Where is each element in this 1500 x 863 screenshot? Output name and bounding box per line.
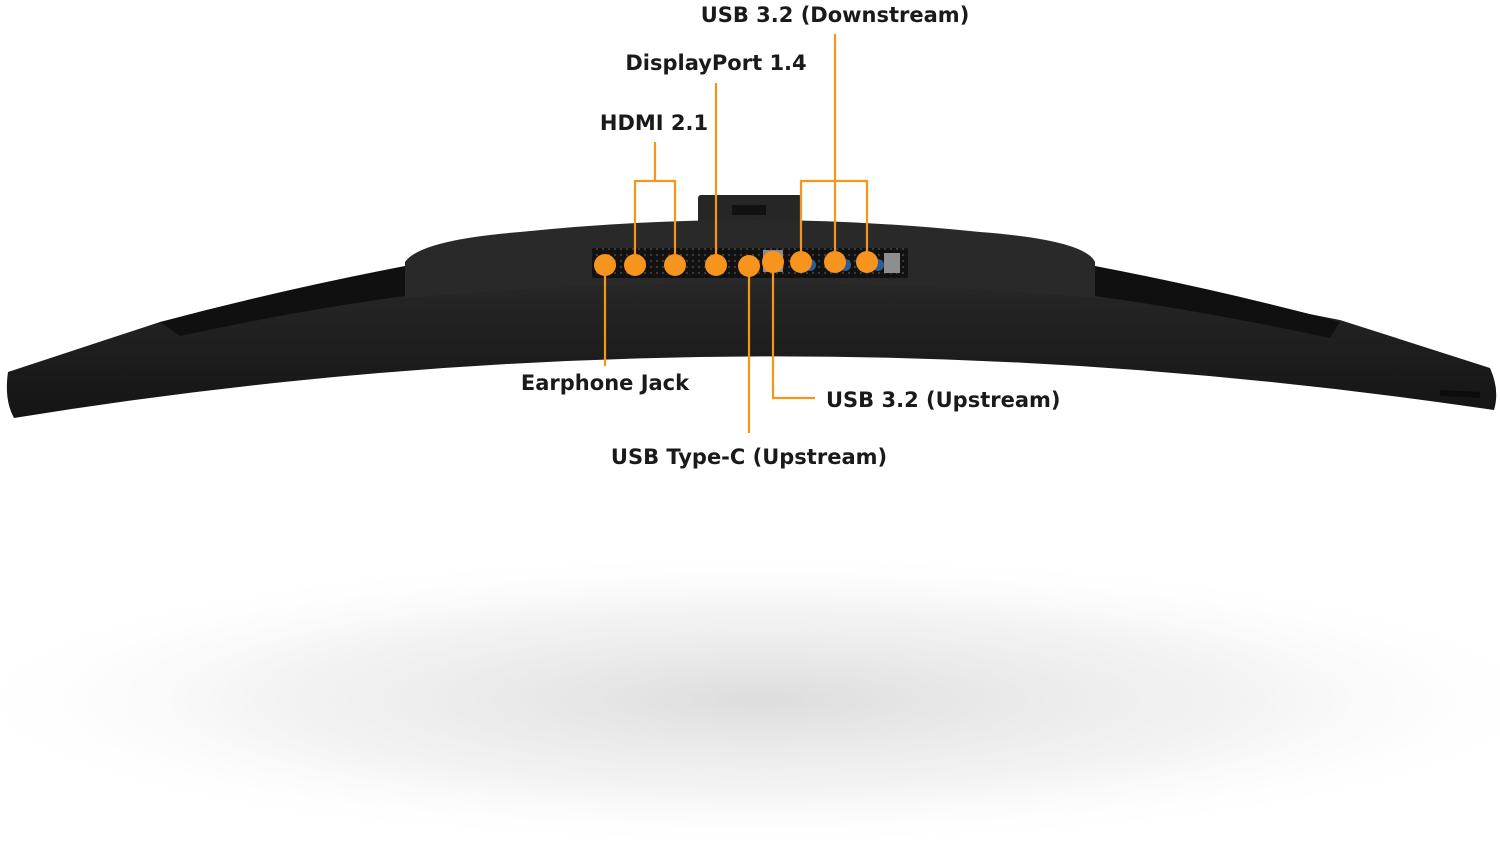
usb-downstream-leader [799, 34, 869, 262]
port-markers [594, 251, 878, 277]
usb-downstream-label: USB 3.2 (Downstream) [701, 3, 970, 27]
displayport-dot-icon [705, 254, 727, 276]
earphone-label: Earphone Jack [521, 371, 690, 395]
usb-upstream-leader [771, 268, 815, 400]
hdmi-leader [633, 142, 677, 265]
hdmi-1-dot-icon [624, 254, 646, 276]
usb-downstream-1-dot-icon [790, 251, 812, 273]
floor-shadow [0, 550, 1500, 850]
earphone-dot-icon [594, 254, 616, 276]
usb-downstream-2-dot-icon [824, 251, 846, 273]
hdmi-label: HDMI 2.1 [600, 111, 708, 135]
monitor-top-view [6, 195, 1497, 418]
usb-downstream-3-dot-icon [856, 251, 878, 273]
power-port [884, 253, 900, 273]
usb-upstream-dot-icon [762, 251, 784, 273]
hdmi-2-dot-icon [664, 254, 686, 276]
usb-upstream-label: USB 3.2 (Upstream) [826, 388, 1060, 412]
usb-typec-label: USB Type-C (Upstream) [611, 445, 887, 469]
leader-lines [603, 34, 869, 433]
monitor-body [6, 260, 1497, 418]
usb-typec-dot-icon [738, 255, 760, 277]
displayport-label: DisplayPort 1.4 [625, 51, 806, 75]
